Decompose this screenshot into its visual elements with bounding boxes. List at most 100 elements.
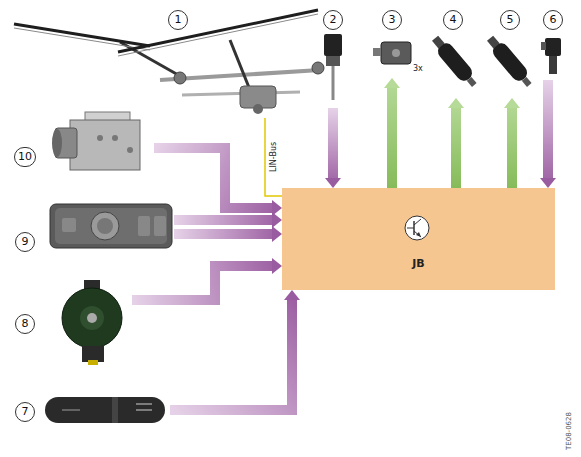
figure-code: TE08-0628 (565, 412, 574, 450)
callout-number: 6 (543, 10, 563, 30)
wiper-assembly (230, 40, 250, 90)
temperature-sensor (324, 34, 342, 56)
washer-pump (522, 77, 532, 87)
rain-light-sensor (82, 346, 104, 362)
arrow-head (504, 98, 520, 108)
light-switch (97, 218, 113, 234)
wiper-assembly (118, 10, 318, 52)
signal-connector (170, 290, 300, 410)
signal-connector (132, 258, 282, 300)
wiper-assembly (14, 24, 150, 46)
wiper-assembly (14, 28, 150, 50)
washer-pump (432, 36, 445, 49)
component-group: 5 (486, 8, 536, 98)
signal-connector (448, 98, 464, 188)
transistor-symbol (414, 219, 421, 225)
hydraulic-unit (52, 129, 62, 157)
signal-connector (384, 78, 400, 188)
callout-number: 1 (168, 10, 188, 30)
lin-bus-line (265, 118, 282, 196)
component-group: 2 (318, 8, 348, 108)
signal-arrow (387, 88, 397, 188)
arrow-head (448, 98, 464, 108)
callout-number: 8 (15, 314, 35, 334)
hydraulic-unit (52, 112, 140, 170)
box-label: JB (412, 257, 424, 270)
callout-number: 5 (500, 10, 520, 30)
hydraulic-unit (70, 120, 140, 170)
light-switch (50, 204, 172, 248)
rain-light-sensor (87, 313, 97, 323)
callout-number: 4 (443, 10, 463, 30)
wiper-assembly (312, 62, 324, 74)
transistor-symbol (416, 232, 421, 237)
signal-connector (154, 148, 282, 216)
hydraulic-unit (112, 135, 118, 141)
transistor-symbol (405, 216, 429, 240)
rain-light-sensor (88, 360, 98, 365)
callout-number: 10 (14, 147, 36, 167)
label-holder: TE08-0628 (565, 450, 581, 457)
component-group: 7 (14, 386, 170, 434)
wiper-stalk (45, 397, 165, 423)
callout-number: 7 (15, 402, 35, 422)
servo-actuator (392, 49, 400, 57)
transistor-symbol (407, 228, 414, 229)
wiper-stalk (136, 403, 152, 405)
component-group: 1 (12, 8, 330, 118)
signal-arrow (328, 108, 338, 178)
actuator (541, 42, 546, 50)
servo-actuator (373, 48, 381, 56)
callout-number: 9 (15, 232, 35, 252)
washer-pump (484, 33, 535, 90)
light-switch (55, 208, 167, 244)
actuator (549, 56, 557, 74)
wiper-stalk (45, 397, 165, 423)
wiper-stalk (112, 397, 118, 423)
hydraulic-unit (97, 135, 103, 141)
light-switch (50, 204, 172, 248)
callout-number: 3 (382, 10, 402, 30)
signal-connector (265, 118, 282, 196)
light-switch (154, 216, 166, 236)
wiper-stalk (136, 409, 152, 411)
bus-label: LIN-Bus (269, 142, 278, 172)
label-holder: 3x (413, 64, 423, 73)
signal-arrow (170, 300, 292, 410)
washer-pump (467, 77, 477, 87)
arrow-head (325, 178, 341, 188)
callout-number: 2 (323, 10, 343, 30)
arrow-head (272, 212, 282, 228)
rain-light-sensor (62, 280, 122, 365)
signal-connector (174, 212, 282, 228)
arrow-head (272, 226, 282, 242)
wiper-assembly (253, 104, 263, 114)
transistor-symbol (413, 221, 415, 235)
wiper-assembly (174, 72, 186, 84)
signal-arrow (174, 229, 272, 239)
temperature-sensor (332, 66, 335, 100)
arrow-head (384, 78, 400, 88)
servo-actuator (373, 42, 411, 64)
washer-pump (429, 33, 480, 90)
rain-light-sensor (80, 306, 104, 330)
component-group: 4 (430, 8, 482, 98)
signal-arrow (132, 266, 272, 300)
signal-arrow (507, 108, 517, 188)
signal-connector (540, 80, 556, 188)
signal-arrow (154, 148, 272, 208)
signal-arrow (451, 108, 461, 188)
hydraulic-unit (127, 147, 133, 153)
arrow-head (284, 290, 300, 300)
signal-connector (174, 226, 282, 242)
component-group: 6 (538, 8, 568, 80)
quantity-label: 3x (413, 64, 423, 73)
rain-light-sensor (62, 288, 122, 348)
component-group: 8 (14, 272, 132, 368)
wiper-assembly (118, 14, 318, 56)
light-switch (91, 212, 119, 240)
wiper-assembly (14, 10, 324, 114)
temperature-sensor (324, 34, 342, 100)
